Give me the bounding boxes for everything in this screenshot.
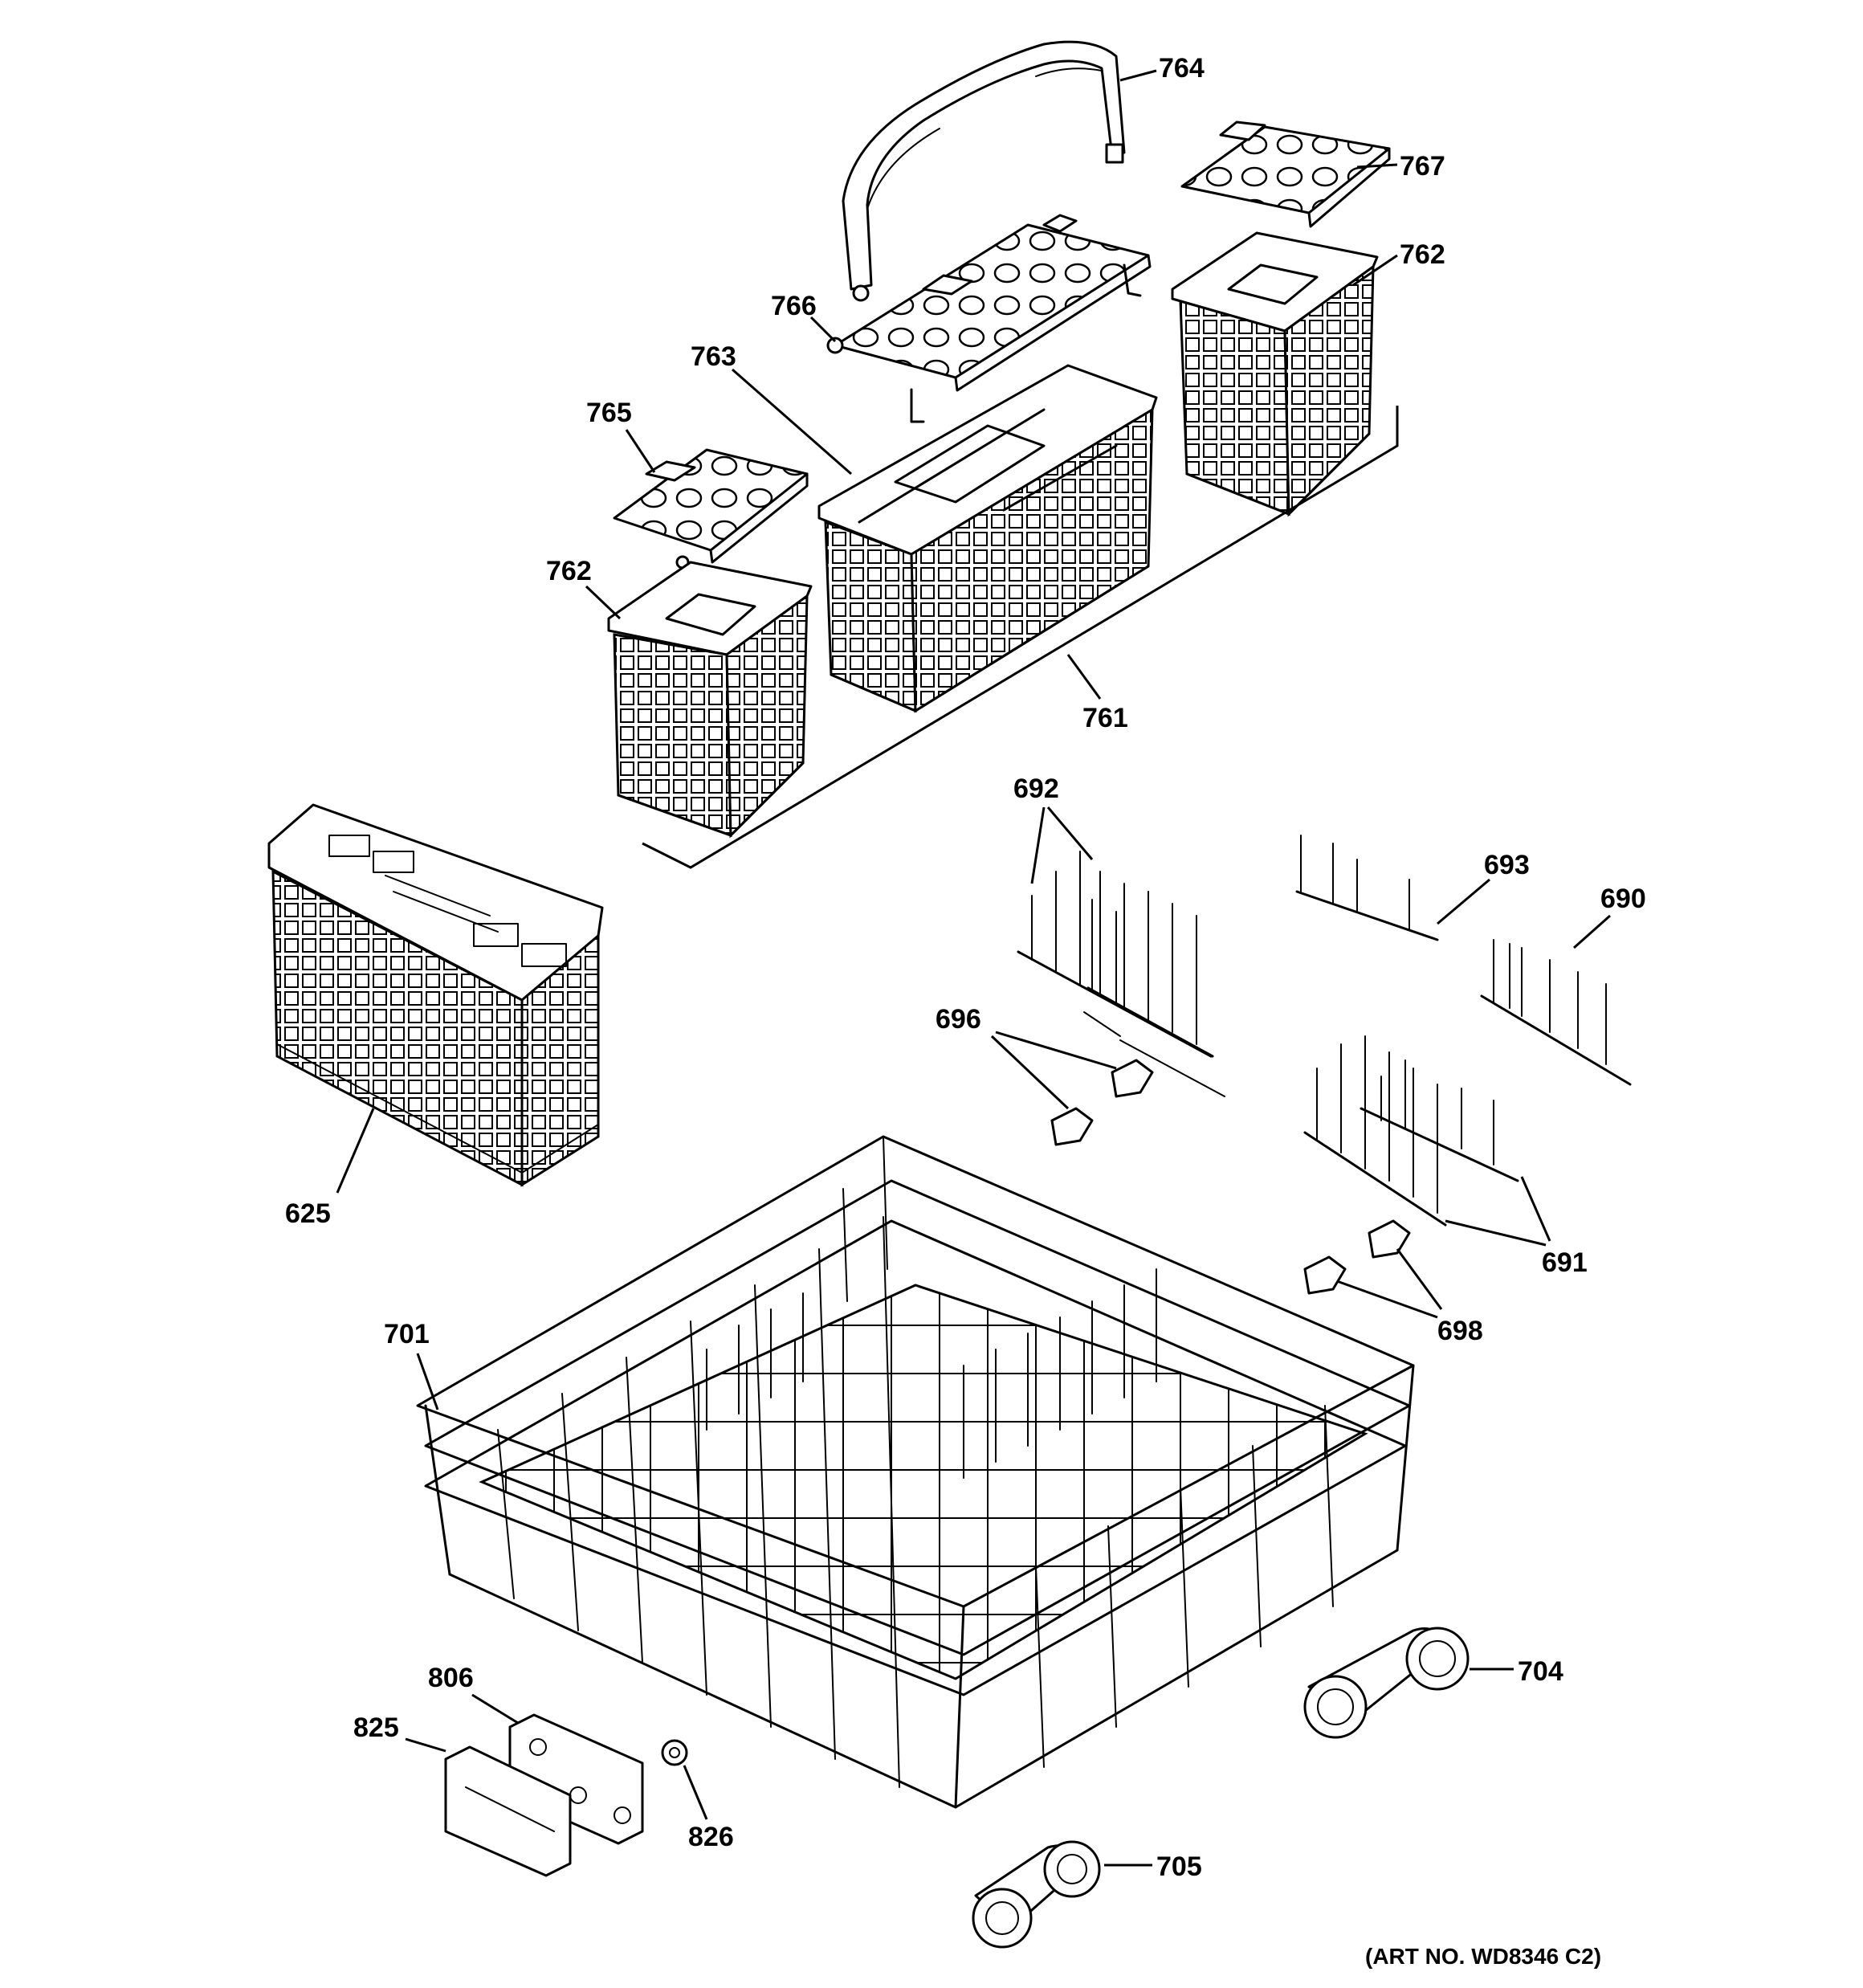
label-763: 763 (691, 341, 736, 372)
label-764: 764 (1159, 53, 1205, 84)
label-762-left: 762 (546, 556, 592, 586)
label-690: 690 (1600, 884, 1646, 914)
label-704: 704 (1518, 1656, 1563, 1687)
nameplate-825 (444, 1745, 572, 1877)
rack-wheel-705 (972, 1840, 1101, 1949)
label-705: 705 (1156, 1851, 1202, 1882)
label-698: 698 (1437, 1316, 1483, 1346)
basket-lid-765 (613, 448, 809, 569)
tine-bar-690 (1480, 939, 1632, 1086)
art-number: (ART NO. WD8346 C2) (1365, 1944, 1601, 1969)
basket-762-left (607, 561, 813, 839)
label-767: 767 (1400, 151, 1445, 182)
tine-clips-698 (1303, 1219, 1411, 1295)
basket-762-right (1171, 231, 1379, 517)
label-762-right: 762 (1400, 239, 1445, 270)
tine-bar-693 (1295, 835, 1439, 941)
label-625: 625 (285, 1198, 331, 1229)
label-765: 765 (586, 398, 632, 428)
basket-763-center (817, 364, 1158, 713)
tine-clips-696 (1050, 1059, 1154, 1146)
label-826: 826 (688, 1822, 734, 1852)
basket-assembly-bracket-761 (642, 406, 1399, 869)
label-761: 761 (1082, 703, 1128, 733)
screw-826 (661, 1739, 688, 1766)
silverware-basket-625 (267, 803, 604, 1187)
label-691: 691 (1542, 1247, 1588, 1278)
label-701: 701 (384, 1319, 430, 1349)
label-693: 693 (1484, 850, 1530, 880)
tine-row-691 (1303, 1035, 1519, 1227)
basket-handle-764 (842, 40, 1126, 302)
label-692: 692 (1013, 774, 1059, 804)
rack-wheel-704 (1303, 1627, 1470, 1739)
basket-lid-767 (1180, 120, 1391, 228)
basket-lid-766 (826, 214, 1152, 423)
tine-row-692 (1017, 851, 1225, 1097)
label-696: 696 (936, 1004, 981, 1035)
label-806: 806 (428, 1663, 474, 1693)
label-825: 825 (353, 1712, 399, 1743)
label-766: 766 (771, 291, 817, 321)
lower-rack-701 (416, 1135, 1415, 1809)
